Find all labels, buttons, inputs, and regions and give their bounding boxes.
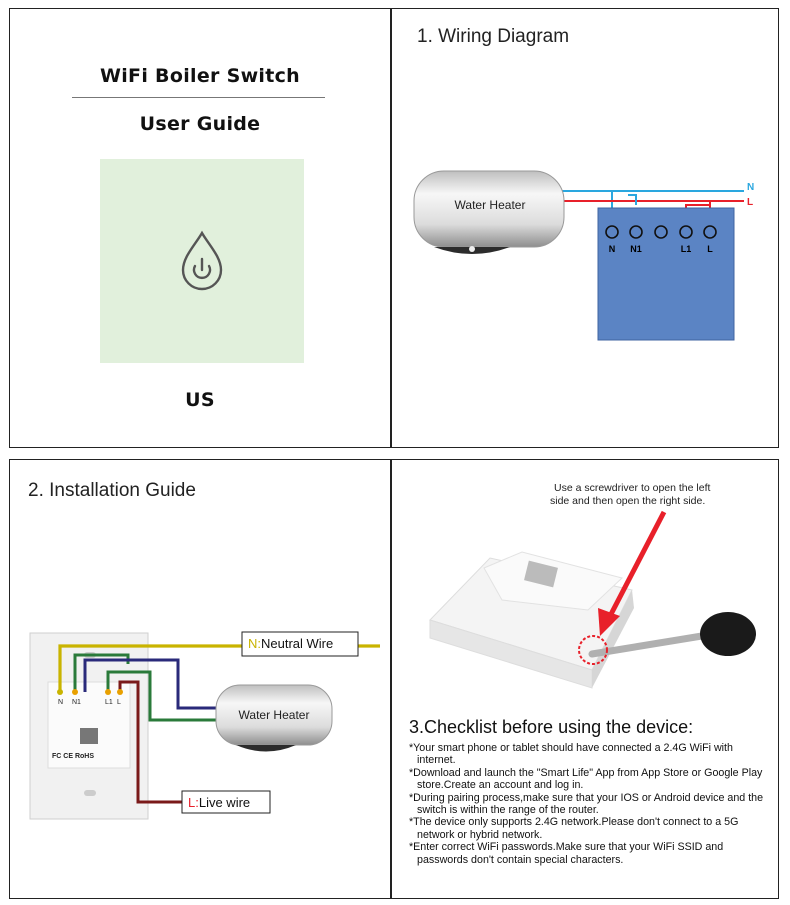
wiring-title: 1. Wiring Diagram bbox=[417, 26, 570, 47]
highlight-circle bbox=[578, 635, 608, 665]
l1-wire-green bbox=[106, 670, 220, 722]
live-label: L:Live wire bbox=[188, 795, 250, 810]
wire-n-label: N bbox=[747, 182, 754, 193]
installation-diagram: FC CE RoHS N N1 L1 L N:Neutral Wire L:Li… bbox=[29, 631, 380, 820]
terminal-label-n1: N1 bbox=[630, 244, 642, 254]
installation-guide-panel: 2. Installation Guide FC CE RoHS N N1 L1… bbox=[9, 459, 391, 899]
region-label: US bbox=[185, 389, 215, 411]
install-heater-label: Water Heater bbox=[239, 708, 310, 722]
n1-wire-navy bbox=[83, 658, 220, 710]
installation-title: 2. Installation Guide bbox=[28, 480, 196, 501]
cover-divider bbox=[72, 97, 325, 98]
install-water-heater-image: Water Heater bbox=[215, 684, 333, 752]
terminal-label-l1: L1 bbox=[681, 244, 692, 254]
checklist-item: *The device only supports 2.4G network.P… bbox=[409, 816, 739, 841]
neutral-prefix: N: bbox=[248, 636, 261, 651]
screwdriver-image bbox=[588, 630, 718, 658]
checklist-title: 3.Checklist before using the device: bbox=[409, 717, 694, 737]
live-wire-darkred bbox=[118, 680, 182, 804]
terminal-blank bbox=[654, 225, 668, 239]
water-drop-power-icon bbox=[181, 230, 223, 291]
cover-subtitle: User Guide bbox=[139, 113, 261, 135]
checklist-item: *Enter correct WiFi passwords.Make sure … bbox=[409, 841, 724, 866]
live-label-box bbox=[181, 790, 271, 814]
checklist-items: *Your smart phone or tablet should have … bbox=[409, 742, 771, 866]
install-terminal-n: N bbox=[58, 699, 63, 706]
checklist-item: *During pairing process,make sure that y… bbox=[409, 791, 764, 817]
terminal-n1 bbox=[629, 225, 643, 239]
live-text: Live wire bbox=[199, 795, 250, 810]
terminal-l1 bbox=[679, 225, 693, 239]
device-certifications: FC CE RoHS bbox=[52, 753, 94, 760]
cover-panel: WiFi Boiler Switch User Guide US bbox=[9, 8, 391, 448]
terminal-label-l: L bbox=[707, 244, 713, 254]
water-heater-image: Water Heater bbox=[413, 170, 565, 254]
wiring-diagram: N L N N1 L1 L Water Heater bbox=[413, 170, 754, 341]
opening-diagram: Use a screwdriver to open the left side … bbox=[429, 482, 756, 689]
red-arrow bbox=[605, 510, 667, 622]
neutral-wire-to-n1 bbox=[628, 194, 637, 205]
checklist-item: *Your smart phone or tablet should have … bbox=[409, 742, 733, 767]
wiring-diagram-panel: 1. Wiring Diagram N L N N1 L1 L bbox=[391, 8, 779, 448]
checklist-panel: Use a screwdriver to open the left side … bbox=[391, 459, 779, 899]
terminal-n bbox=[605, 225, 619, 239]
neutral-label-box bbox=[241, 631, 359, 657]
terminal-row: N N1 L1 L bbox=[605, 225, 717, 254]
terminal-label-n: N bbox=[609, 244, 616, 254]
neutral-label: N:Neutral Wire bbox=[248, 636, 333, 651]
checklist-item: *Download and launch the "Smart Life" Ap… bbox=[409, 766, 763, 792]
install-terminal-l1: L1 bbox=[105, 699, 113, 706]
opening-note: Use a screwdriver to open the left side … bbox=[550, 482, 713, 507]
switch-panel-image bbox=[100, 159, 304, 363]
install-terminal-l: L bbox=[117, 699, 121, 706]
neutral-text: Neutral Wire bbox=[261, 636, 333, 651]
install-terminal-n1: N1 bbox=[72, 699, 81, 706]
heater-label: Water Heater bbox=[455, 198, 526, 212]
cover-title: WiFi Boiler Switch bbox=[99, 65, 301, 87]
terminal-l bbox=[703, 225, 717, 239]
live-prefix: L: bbox=[188, 795, 199, 810]
wire-l-label: L bbox=[747, 197, 753, 208]
